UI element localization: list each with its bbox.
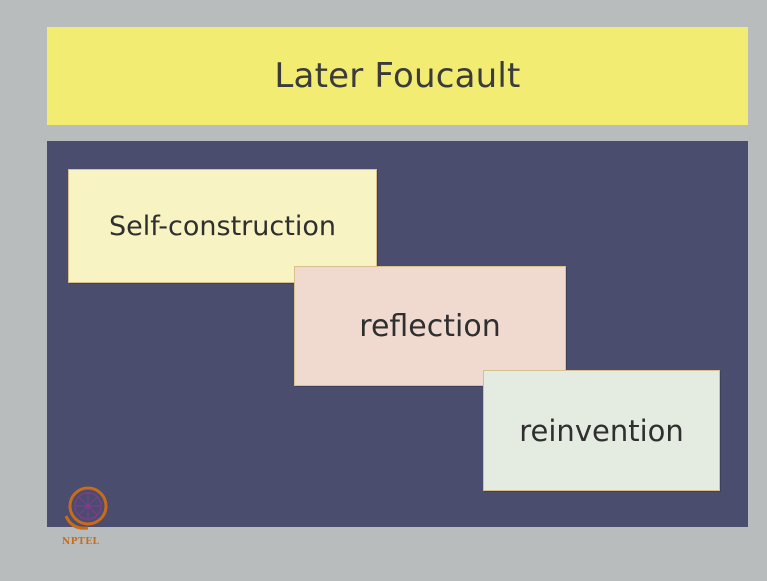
reflection-label: reflection [359, 308, 501, 344]
reflection-box: reflection [294, 266, 566, 386]
self-construction-box: Self-construction [68, 169, 377, 283]
reinvention-label: reinvention [519, 413, 684, 448]
nptel-wheel-icon [64, 486, 108, 530]
nptel-logo-text: NPTEL [62, 537, 100, 547]
self-construction-label: Self-construction [109, 210, 336, 242]
reinvention-box: reinvention [483, 370, 720, 491]
title-bar: Later Foucault [47, 27, 748, 125]
slide-title: Later Foucault [274, 56, 521, 96]
